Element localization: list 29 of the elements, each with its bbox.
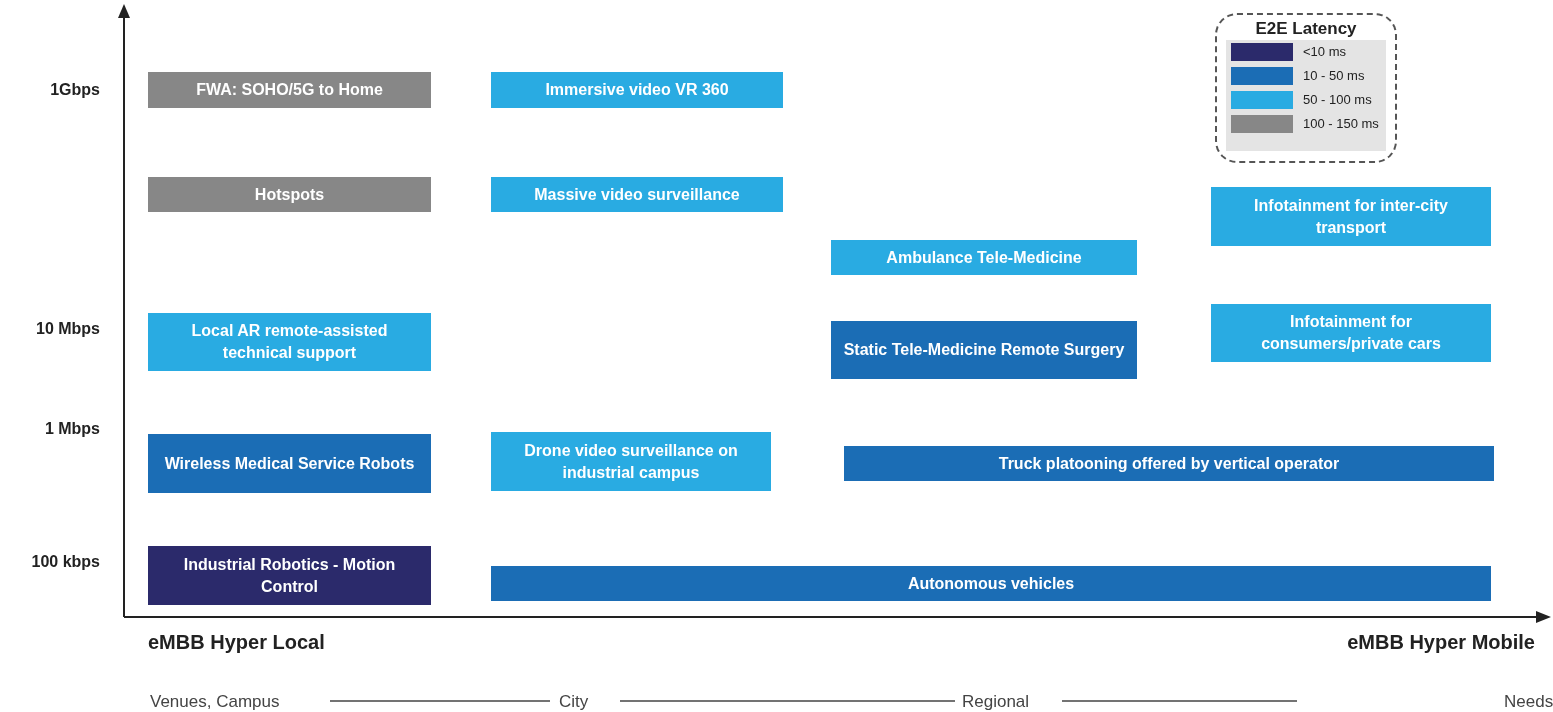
axis-title: eMBB Hyper Mobile — [1346, 630, 1535, 655]
use-case-bar: Hotspots — [148, 177, 431, 212]
scale-label: Regional — [962, 691, 1031, 712]
axis-tick-label: 100 kbps — [30, 552, 100, 572]
use-case-bar: Drone video surveillance on industrial campus — [491, 432, 771, 491]
axis-tick-label: 1 Mbps — [43, 419, 100, 439]
use-case-bar: Ambulance Tele-Medicine — [831, 240, 1137, 275]
use-case-bar: Wireless Medical Service Robots — [148, 434, 431, 493]
use-case-bar: Autonomous vehicles — [491, 566, 1491, 601]
legend-title: E2E Latency — [1254, 18, 1358, 40]
use-case-bar: Industrial Robotics - Motion Control — [148, 546, 431, 605]
use-case-bar: Infotainment for consumers/private cars — [1211, 304, 1491, 362]
legend-label: 10 - 50 ms — [1303, 67, 1365, 86]
axis-title: eMBB Hyper Local — [148, 630, 326, 655]
scale-label: City — [559, 691, 590, 712]
use-case-bar: Local AR remote-assisted technical support — [148, 313, 431, 371]
scale-label: Venues, Campus — [150, 691, 281, 712]
use-case-bar: Static Tele-Medicine Remote Surgery — [831, 321, 1137, 379]
scale-label: Needs — [1504, 691, 1553, 712]
legend-label: 100 - 150 ms — [1303, 115, 1379, 134]
axis-tick-label: 10 Mbps — [35, 319, 100, 339]
use-case-bar: Truck platooning offered by vertical operator — [844, 446, 1494, 481]
legend-label: 50 - 100 ms — [1303, 91, 1372, 110]
axis-tick-label: 1Gbps — [49, 80, 100, 100]
use-case-bar: Immersive video VR 360 — [491, 72, 783, 108]
use-case-bar: Infotainment for inter-city transport — [1211, 187, 1491, 246]
legend-label: <10 ms — [1303, 43, 1346, 62]
use-case-bar: FWA: SOHO/5G to Home — [148, 72, 431, 108]
use-case-bar: Massive video surveillance — [491, 177, 783, 212]
